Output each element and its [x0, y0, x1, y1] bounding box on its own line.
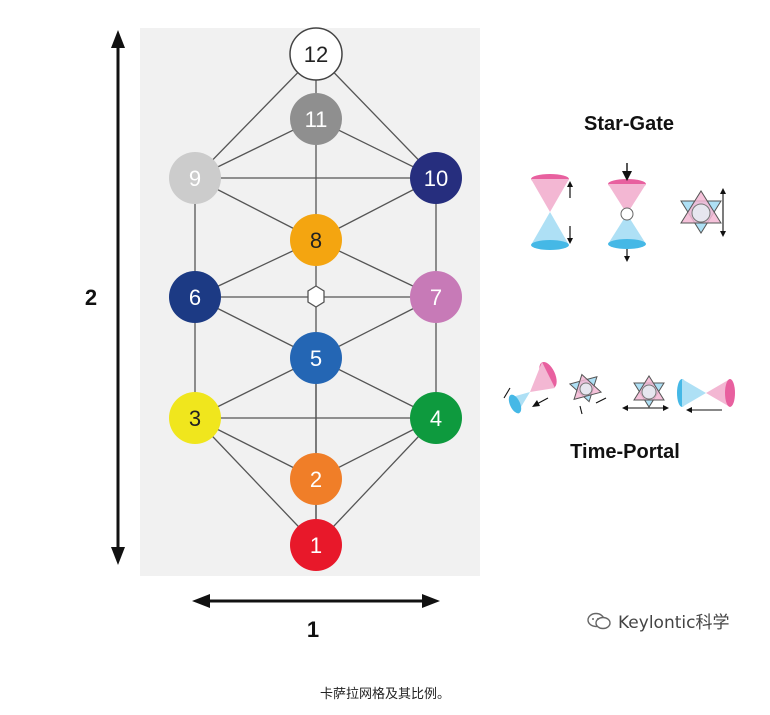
node-5: 5	[290, 332, 342, 384]
vertical-dimension-arrow	[111, 30, 125, 565]
node-4: 4	[410, 392, 462, 444]
node-4-circle	[410, 392, 462, 444]
node-12-circle	[289, 27, 343, 81]
star-gate-icons	[531, 163, 726, 262]
time-portal-star-icon-2	[622, 375, 669, 411]
node-6-label: 6	[189, 285, 201, 310]
horizontal-dimension-label: 1	[307, 617, 319, 642]
time-portal-cone-icon-1	[503, 361, 557, 414]
watermark: Keylontic科学	[586, 608, 729, 633]
time-portal-title: Time-Portal	[570, 441, 680, 463]
time-portal-star-icon-1	[568, 373, 607, 415]
node-9-circle	[169, 152, 221, 204]
node-4-label: 4	[430, 406, 442, 431]
node-10-label: 10	[424, 166, 448, 191]
edge-9-12	[194, 53, 317, 179]
node-12: 12	[289, 27, 343, 81]
edge-1-3	[194, 417, 317, 546]
horizontal-dimension-arrow	[192, 594, 440, 608]
node-10-circle	[410, 152, 462, 204]
node-7-circle	[410, 271, 462, 323]
node-1-circle	[290, 519, 342, 571]
edge-1-4	[315, 417, 437, 546]
figure-caption: 卡萨拉网格及其比例。	[319, 687, 450, 702]
node-2-label: 2	[310, 467, 322, 492]
node-3-label: 3	[189, 406, 201, 431]
node-11-label: 11	[305, 107, 328, 132]
node-11-circle	[290, 93, 342, 145]
node-7-label: 7	[430, 285, 442, 310]
star-gate-cone-icon-1	[531, 174, 573, 250]
node-1-label: 1	[310, 533, 322, 558]
node-5-circle	[290, 332, 342, 384]
node-3-circle	[169, 392, 221, 444]
time-portal-cone-icon-2	[677, 379, 735, 413]
star-gate-cone-icon-2	[608, 163, 646, 262]
node-6-circle	[169, 271, 221, 323]
node-3: 3	[169, 392, 221, 444]
time-portal-icons	[503, 361, 735, 415]
node-9-label: 9	[189, 166, 201, 191]
star-gate-star-icon	[680, 188, 726, 237]
node-6: 6	[169, 271, 221, 323]
node-2: 2	[290, 453, 342, 505]
node-7: 7	[410, 271, 462, 323]
node-8-label: 8	[310, 228, 322, 253]
node-8-circle	[290, 214, 342, 266]
node-11: 11	[290, 93, 342, 145]
edge-10-12	[315, 53, 437, 179]
vertical-dimension-label: 2	[85, 285, 97, 310]
center-hexagon-icon	[307, 285, 325, 308]
star-gate-title: Star-Gate	[584, 113, 674, 135]
watermark-text: Keylontic科学	[618, 613, 730, 633]
node-8: 8	[290, 214, 342, 266]
node-2-circle	[290, 453, 342, 505]
node-5-label: 5	[310, 346, 322, 371]
node-12-label: 12	[304, 42, 328, 67]
node-10: 10	[410, 152, 462, 204]
node-9: 9	[169, 152, 221, 204]
wechat-icon	[587, 612, 611, 629]
node-1: 1	[290, 519, 342, 571]
